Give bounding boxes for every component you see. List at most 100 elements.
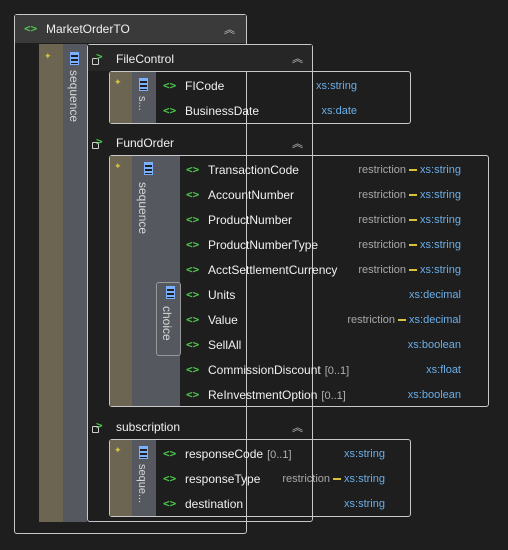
element-icon: <> <box>186 288 200 301</box>
type-label: xs:string <box>420 239 461 251</box>
element-icon: <> <box>163 497 177 510</box>
element-name-ficode[interactable]: FICode <box>185 79 225 93</box>
element-icon: <> <box>163 472 177 485</box>
subscription-content-box <box>109 439 411 517</box>
element-type-value: restriction xs:decimal <box>347 314 461 326</box>
filecontrol-panel <box>87 44 313 522</box>
root-element-header[interactable] <box>15 15 246 43</box>
lock-icon <box>92 58 99 65</box>
element-name-commissiondiscount[interactable]: CommissionDiscount[0..1] <box>208 363 349 377</box>
sequence-icon <box>139 446 148 459</box>
restriction-label: restriction <box>358 239 407 251</box>
element-icon: <> <box>186 313 200 326</box>
choice-label[interactable]: choice <box>160 306 174 341</box>
element-icon: <> <box>163 447 177 460</box>
restriction-label: restriction <box>358 164 407 176</box>
collapse-chevron-icon[interactable]: ︽ <box>292 53 303 65</box>
choice-box <box>156 282 181 356</box>
collapse-chevron-icon[interactable]: ︽ <box>292 422 303 434</box>
filecontrol-title: FileControl <box>116 52 175 66</box>
element-type-businessdate: xs:date <box>321 105 357 117</box>
element-name-sellall[interactable]: SellAll <box>208 338 242 352</box>
filecontrol-annotation-bar <box>110 72 132 123</box>
element-name-accountnumber[interactable]: AccountNumber <box>208 188 295 202</box>
type-label: xs:string <box>420 264 461 276</box>
subscription-title: subscription <box>116 420 181 434</box>
element-icon: <> <box>24 22 38 35</box>
element-name-responsecode[interactable]: responseCode[0..1] <box>185 447 292 461</box>
element-name-transactioncode[interactable]: TransactionCode <box>208 163 299 177</box>
subscription-annotation-bar <box>110 440 132 516</box>
occurrence-label: [0..1] <box>324 365 350 377</box>
element-type-units: xs:decimal <box>409 289 461 301</box>
element-type-reinvestmentoption: xs:boolean <box>407 389 461 401</box>
star-icon: ✦ <box>44 51 52 61</box>
subscription-sequence-label: seque... <box>136 464 148 504</box>
element-icon: > <box>96 419 103 432</box>
element-icon: <> <box>186 263 200 276</box>
fundorder-sequence-bar[interactable] <box>132 156 180 406</box>
restriction-dash <box>333 478 342 481</box>
root-sequence-label: sequence <box>67 70 81 123</box>
element-type-productnumbertype: restriction xs:string <box>358 239 461 251</box>
element-name-acctsettlementcurrency[interactable]: AcctSettlementCurrency <box>208 263 338 277</box>
element-icon: <> <box>186 238 200 251</box>
restriction-dash <box>409 194 418 197</box>
element-label: responseCode <box>185 447 264 461</box>
element-name-destination[interactable]: destination <box>185 497 244 511</box>
collapse-chevron-icon[interactable]: ︽ <box>224 24 235 36</box>
type-label: xs:string <box>420 189 461 201</box>
element-name-businessdate[interactable]: BusinessDate <box>185 104 260 118</box>
element-icon: <> <box>163 104 177 117</box>
root-compositor-annotation-bar <box>39 44 63 522</box>
sequence-icon <box>139 78 148 91</box>
star-icon: ✦ <box>114 161 122 171</box>
sequence-icon <box>144 162 153 175</box>
element-icon: <> <box>186 388 200 401</box>
occurrence-label: [0..1] <box>321 390 346 402</box>
element-icon: > <box>96 135 103 148</box>
collapse-chevron-icon[interactable]: ︽ <box>292 138 303 150</box>
fundorder-title: FundOrder <box>116 136 175 150</box>
filecontrol-header[interactable] <box>88 45 312 71</box>
fundorder-sequence-label: sequence <box>136 182 150 235</box>
restriction-dash <box>409 269 418 272</box>
restriction-label: restriction <box>358 189 407 201</box>
lock-icon <box>92 142 99 149</box>
element-type-destination: xs:string <box>344 498 385 510</box>
occurrence-label: [0..1] <box>267 449 292 461</box>
element-name-productnumber[interactable]: ProductNumber <box>208 213 293 227</box>
element-label: CommissionDiscount <box>208 363 321 377</box>
filecontrol-sequence-label: s... <box>136 96 148 111</box>
element-name-productnumbertype[interactable]: ProductNumberType <box>208 238 319 252</box>
type-label: xs:decimal <box>409 314 461 326</box>
restriction-dash <box>409 219 418 222</box>
restriction-label: restriction <box>358 214 407 226</box>
root-sequence-bar[interactable] <box>63 44 87 522</box>
element-icon: > <box>96 50 103 63</box>
element-icon: <> <box>186 188 200 201</box>
restriction-label: restriction <box>347 314 396 326</box>
element-name-units[interactable]: Units <box>208 288 236 302</box>
element-name-responsetype[interactable]: responseType <box>185 472 261 486</box>
choice-icon <box>166 286 175 299</box>
element-type-ficode: xs:string <box>316 80 357 92</box>
element-icon: <> <box>186 163 200 176</box>
restriction-dash <box>409 169 418 172</box>
element-name-reinvestmentoption[interactable]: ReInvestmentOption[0..1] <box>208 388 346 402</box>
root-element-title: MarketOrderTO <box>46 22 130 36</box>
element-type-commissiondiscount: xs:float <box>426 364 461 376</box>
restriction-dash <box>398 319 407 322</box>
fundorder-annotation-bar <box>110 156 132 406</box>
element-label: ReInvestmentOption <box>208 388 318 402</box>
element-icon: <> <box>163 79 177 92</box>
star-icon: ✦ <box>114 445 122 455</box>
restriction-label: restriction <box>282 473 331 485</box>
fundorder-content-box <box>109 155 489 407</box>
element-type-sellall: xs:boolean <box>407 339 461 351</box>
element-name-value[interactable]: Value <box>208 313 238 327</box>
star-icon: ✦ <box>114 77 122 87</box>
root-element-panel <box>14 14 247 534</box>
